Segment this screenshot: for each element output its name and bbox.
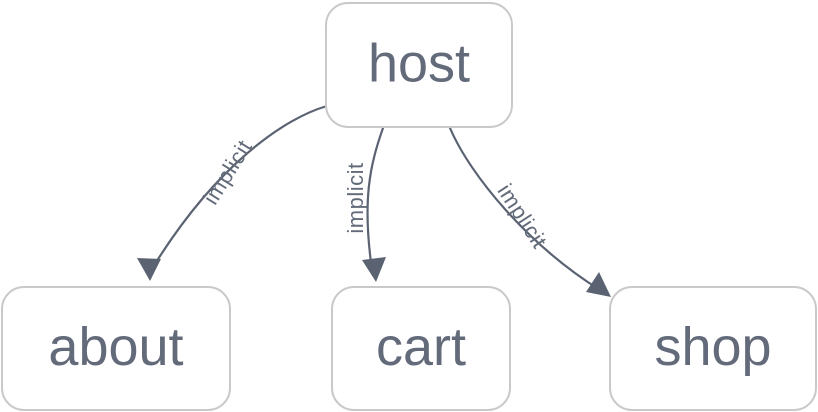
edge-host-cart[interactable]: implicit: [343, 126, 386, 282]
edge-host-about-path: [148, 104, 329, 274]
edge-host-about-arrowhead: [137, 258, 161, 281]
node-cart-shape: [331, 286, 511, 411]
node-about-label: about: [48, 317, 183, 377]
node-about[interactable]: about: [1, 286, 231, 411]
node-shop-shape: [609, 286, 817, 411]
edge-host-shop[interactable]: implicit: [448, 126, 611, 297]
edge-host-shop-path: [448, 126, 602, 292]
node-about-shape: [1, 286, 231, 411]
edge-host-about[interactable]: implicit: [137, 104, 329, 281]
node-cart-label: cart: [376, 317, 466, 377]
edge-host-cart-arrowhead: [362, 257, 386, 282]
edge-host-shop-arrowhead: [586, 272, 611, 297]
node-shop-label: shop: [654, 317, 771, 377]
edge-host-cart-label: implicit: [343, 162, 368, 233]
node-host[interactable]: host: [325, 2, 513, 128]
node-host-label: host: [368, 33, 470, 93]
node-host-shape: [325, 2, 513, 128]
node-cart[interactable]: cart: [331, 286, 511, 411]
node-shop[interactable]: shop: [609, 286, 817, 411]
edge-host-shop-label: implicit: [493, 179, 553, 252]
edges-group: implicit implicit implicit: [137, 104, 611, 297]
edge-host-cart-path: [366, 126, 385, 272]
edge-host-about-label: implicit: [198, 135, 257, 209]
